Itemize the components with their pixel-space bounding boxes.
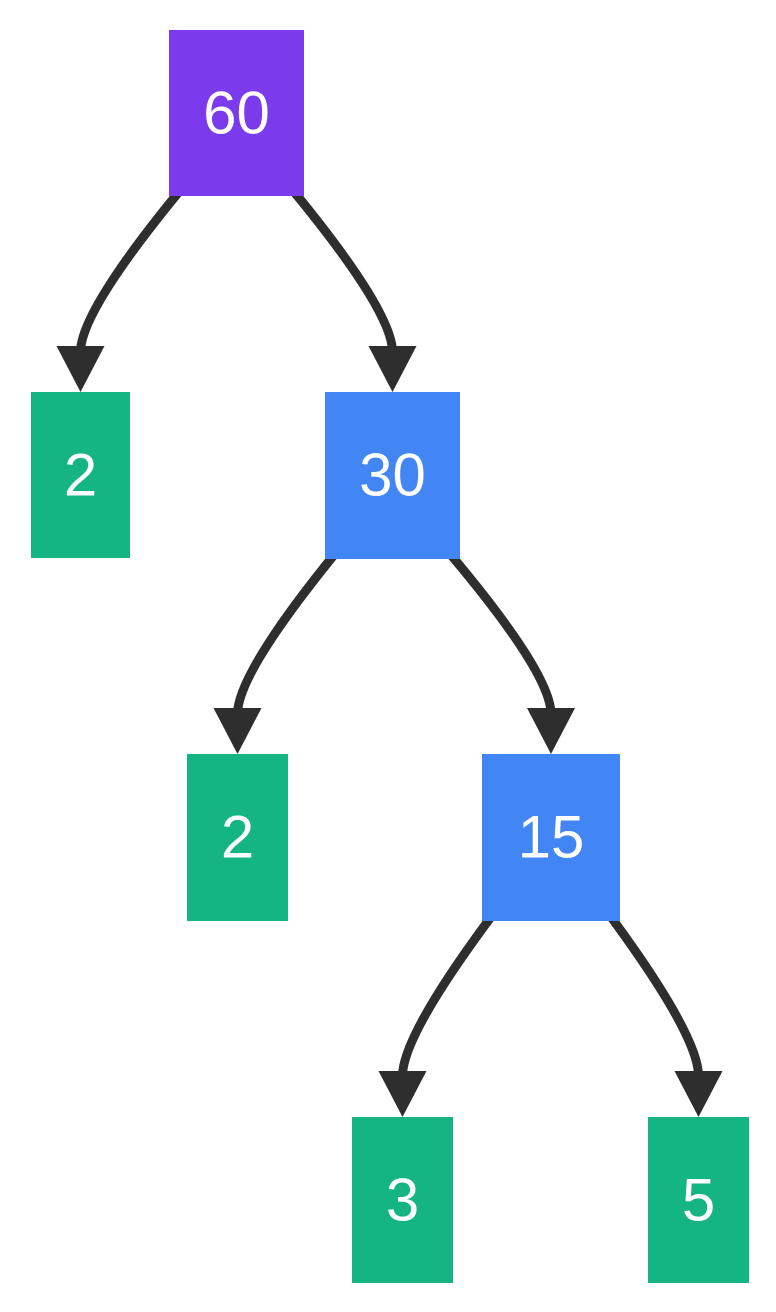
edge-60-to-2	[56, 190, 182, 392]
edge-30-to-15-arrowhead-icon	[527, 708, 575, 754]
edge-60-to-2-shaft	[76, 190, 182, 353]
edge-15-to-5-shaft	[607, 914, 703, 1077]
edge-30-to-15	[447, 552, 575, 754]
node-5-label: 5	[682, 1167, 715, 1234]
node-2-left-label: 2	[64, 442, 97, 509]
edge-60-to-30-arrowhead-icon	[368, 346, 417, 392]
node-30-box	[325, 392, 460, 559]
node-3: 3	[352, 1117, 453, 1283]
node-15-label: 15	[518, 804, 585, 871]
node-2-mid: 2	[187, 754, 288, 921]
node-5: 5	[648, 1117, 749, 1283]
edge-15-to-3-shaft	[398, 914, 495, 1077]
edge-15-to-3-arrowhead-icon	[378, 1071, 427, 1117]
node-2-left-box	[31, 392, 130, 558]
edge-15-to-3	[378, 914, 495, 1117]
node-3-box	[352, 1117, 453, 1283]
node-3-label: 3	[386, 1167, 419, 1234]
node-15-box	[482, 754, 620, 921]
edge-60-to-30-shaft	[291, 190, 397, 353]
node-15: 15	[482, 754, 620, 921]
node-2-mid-label: 2	[221, 804, 254, 871]
edge-15-to-5	[607, 914, 723, 1117]
edge-60-to-2-arrowhead-icon	[56, 346, 105, 392]
node-2-left: 2	[31, 392, 130, 558]
node-2-mid-box	[187, 754, 288, 921]
edge-15-to-5-arrowhead-icon	[674, 1071, 723, 1117]
edge-30-to-2	[213, 552, 338, 754]
edge-30-to-2-shaft	[233, 552, 338, 715]
edge-30-to-15-shaft	[447, 552, 556, 715]
node-60-box	[169, 30, 304, 196]
edge-30-to-2-arrowhead-icon	[213, 708, 262, 754]
node-60: 60	[169, 30, 304, 196]
edge-60-to-30	[291, 190, 417, 392]
node-5-box	[648, 1117, 749, 1283]
node-30-label: 30	[359, 442, 426, 509]
node-30: 30	[325, 392, 460, 559]
node-60-label: 60	[203, 80, 270, 147]
